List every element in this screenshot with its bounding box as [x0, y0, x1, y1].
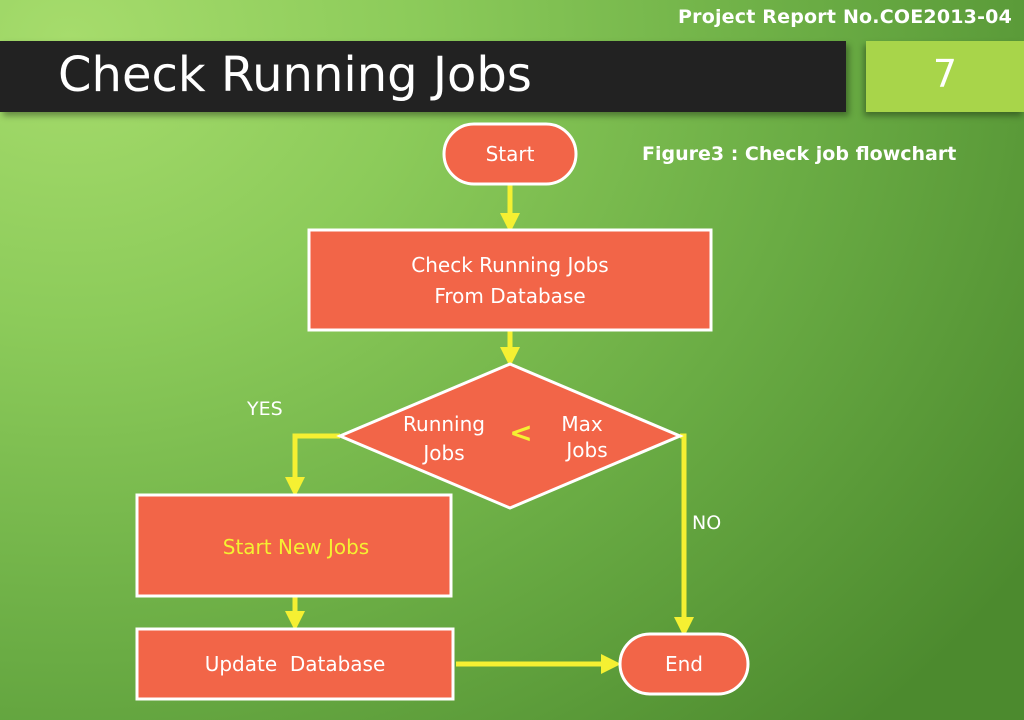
start-node [442, 122, 578, 186]
start-node-label: Start [486, 142, 535, 166]
arrow-no-to-end [674, 433, 694, 637]
start-new-jobs-label: Start New Jobs [223, 535, 369, 559]
arrow-yes-to-start-new [285, 433, 340, 497]
check-node-line2: From Database [434, 284, 585, 308]
update-database-label: Update Database [205, 652, 386, 676]
decision-left-line1: Running [403, 412, 485, 436]
slide-title: Check Running Jobs [58, 47, 532, 103]
decision-right-line1: Max [561, 412, 603, 436]
decision-node [336, 362, 684, 510]
yes-label: YES [246, 398, 283, 420]
start-new-jobs-node [135, 493, 453, 598]
update-database-node [135, 627, 455, 701]
end-node-label: End [665, 652, 703, 676]
decision-left-line2: Jobs [421, 441, 464, 465]
check-node-line1: Check Running Jobs [411, 253, 608, 277]
figure-caption: Figure3 : Check job flowchart [642, 143, 957, 165]
page-number-box: 7 [866, 41, 1024, 112]
no-label: NO [692, 512, 721, 534]
decision-right-line2: Jobs [564, 438, 607, 462]
check-running-jobs-node [307, 228, 713, 332]
end-node [618, 632, 750, 696]
report-number: Project Report No.COE2013-04 [678, 6, 1012, 28]
page-number: 7 [932, 52, 958, 96]
decision-operator: < [509, 416, 532, 449]
title-bar: Check Running Jobs [0, 41, 846, 112]
